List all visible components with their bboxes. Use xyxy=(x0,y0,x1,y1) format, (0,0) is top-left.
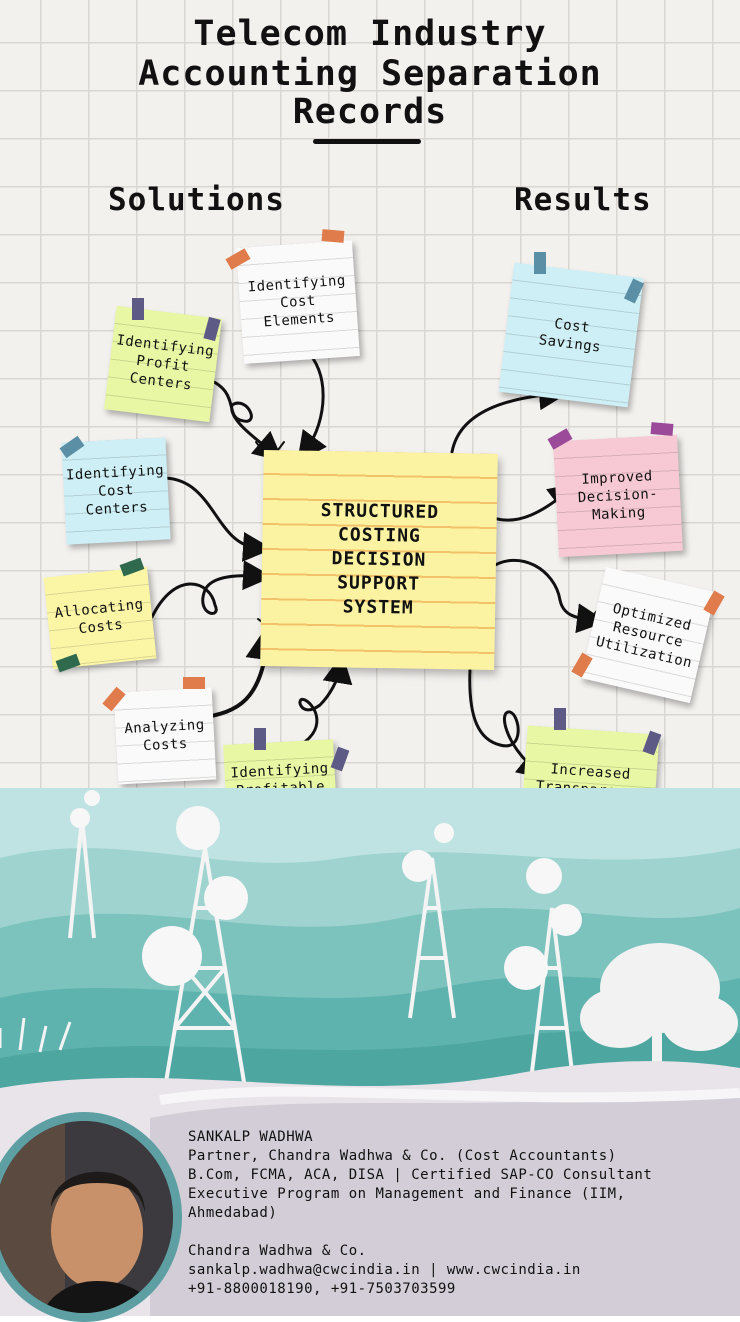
contact-phones[interactable]: +91-8800018190, +91-7503703599 xyxy=(188,1281,456,1297)
note-cost-elements-label: Identifying Cost Elements xyxy=(247,272,347,331)
tape xyxy=(132,298,144,320)
note-cost-centers: Identifying Cost Centers xyxy=(61,437,171,545)
note-cost-savings-label: Cost Savings xyxy=(537,315,602,356)
center-note-label: STRUCTURED COSTING DECISION SUPPORT SYST… xyxy=(320,499,440,619)
note-cost-savings: Cost Savings xyxy=(498,262,644,408)
note-resource-utilization-label: Optimized Resource Utilization xyxy=(594,600,694,672)
author-role: Partner, Chandra Wadhwa & Co. (Cost Acco… xyxy=(188,1148,617,1164)
note-profit-centers-label: Identifying Profit Centers xyxy=(115,332,215,394)
note-analyzing-costs: Analyzing Costs xyxy=(113,687,217,785)
solutions-heading: Solutions xyxy=(108,182,285,218)
note-decision-making: Improved Decision- Making xyxy=(553,434,683,558)
title-line-3: Records xyxy=(292,92,448,132)
note-allocating-costs-label: Allocating Costs xyxy=(53,596,145,638)
note-allocating-costs: Allocating Costs xyxy=(43,566,157,670)
note-decision-making-label: Improved Decision- Making xyxy=(577,468,659,524)
firm-name: Chandra Wadhwa & Co. xyxy=(188,1243,367,1259)
contact-email-website[interactable]: sankalp.wadhwa@cwcindia.in | www.cwcindi… xyxy=(188,1262,581,1278)
title-line-2: Accounting Separation xyxy=(138,54,602,94)
author-name: SANKALP WADHWA xyxy=(188,1129,314,1145)
photo-avatar xyxy=(0,1112,182,1322)
note-cost-centers-label: Identifying Cost Centers xyxy=(65,462,165,519)
author-program: Executive Program on Management and Fina… xyxy=(188,1186,626,1202)
author-program-cont: Ahmedabad) xyxy=(188,1205,278,1221)
tape xyxy=(183,677,205,689)
tape xyxy=(534,252,546,274)
center-note: STRUCTURED COSTING DECISION SUPPORT SYST… xyxy=(260,449,498,671)
author-credentials: B.Com, FCMA, ACA, DISA | Certified SAP-C… xyxy=(188,1167,653,1183)
tape xyxy=(650,422,674,436)
footer-contact: SANKALP WADHWA Partner, Chandra Wadhwa &… xyxy=(188,1128,733,1299)
tape xyxy=(554,708,566,730)
note-analyzing-costs-label: Analyzing Costs xyxy=(123,716,206,755)
note-cost-elements: Identifying Cost Elements xyxy=(236,240,360,364)
note-profit-centers: Identifying Profit Centers xyxy=(104,305,222,423)
results-heading: Results xyxy=(514,182,652,218)
title-underline xyxy=(313,139,421,144)
tree-icon xyxy=(580,943,738,1078)
title-line-1: Telecom Industry xyxy=(193,14,547,54)
tape xyxy=(321,229,345,243)
tape xyxy=(254,728,266,750)
